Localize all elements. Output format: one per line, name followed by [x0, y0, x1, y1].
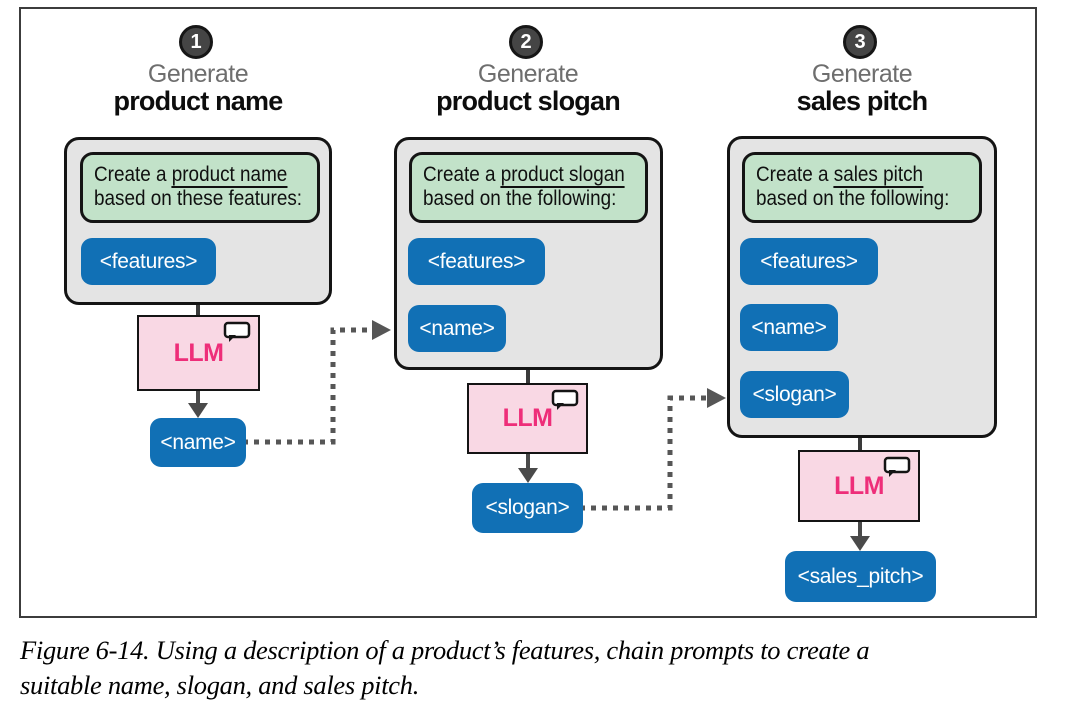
prompt-underlined: sales pitch	[833, 163, 924, 188]
chain-arrowhead-panel2	[372, 320, 391, 340]
chain-connector-name-to-panel2	[243, 327, 372, 445]
chain-connector-slogan-to-panel3	[580, 395, 707, 511]
step-number: 2	[520, 30, 532, 53]
panel3-prompt-line2: based on the following:	[756, 186, 950, 210]
panel1-prompt-line2: based on these features:	[94, 186, 303, 210]
panel3-output-chip-sales-pitch: <sales_pitch>	[785, 551, 936, 602]
panel3-prompt-box: Create a sales pitch based on the follow…	[742, 152, 982, 223]
panel2-prompt-line1: Create a product slogan	[423, 163, 643, 188]
caption-line1: Figure 6-14. Using a description of a pr…	[20, 635, 870, 665]
panel1-output-chip-name: <name>	[150, 418, 246, 467]
step-subtitle: Generate	[477, 60, 579, 88]
caption-line2: suitable name, slogan, and sales pitch.	[20, 670, 420, 701]
speech-bubble-icon	[883, 456, 911, 477]
figure-caption: Figure 6-14. Using a description of a pr…	[20, 633, 870, 703]
prompt-prefix: Create a	[756, 163, 834, 186]
panel1-prompt-line1: Create a product name	[94, 163, 315, 188]
step-title: sales pitch	[796, 86, 929, 116]
step-number-badge: 1	[179, 25, 213, 59]
prompt-underlined: product slogan	[500, 163, 625, 188]
panel3-prompt-line1: Create a sales pitch	[756, 163, 977, 188]
step-number: 1	[190, 30, 202, 53]
panel1-llm-box: LLM	[137, 315, 260, 391]
panel2-input-chip-features: <features>	[408, 238, 545, 285]
step-subtitle: Generate	[147, 60, 249, 88]
step-subtitle: Generate	[811, 60, 913, 88]
step-title: product slogan	[436, 86, 621, 116]
step-title: product name	[113, 86, 284, 116]
panel3-llm-box: LLM	[798, 450, 920, 522]
prompt-underlined: product name	[171, 163, 288, 188]
speech-bubble-icon	[223, 321, 251, 342]
panel1-prompt-box: Create a product name based on these fea…	[80, 152, 320, 223]
panel3-input-chip-slogan: <slogan>	[740, 371, 849, 418]
panel2-output-chip-slogan: <slogan>	[472, 483, 583, 533]
panel2-llm-box: LLM	[467, 383, 588, 454]
llm-label: LLM	[834, 471, 884, 500]
speech-bubble-icon	[551, 389, 579, 410]
panel1-input-chip-features: <features>	[81, 238, 216, 285]
panel3-input-chip-name: <name>	[740, 304, 838, 351]
step-number: 3	[854, 30, 866, 53]
panel3-llm-output-arrowhead	[850, 536, 870, 551]
panel3-input-chip-features: <features>	[740, 238, 878, 285]
step-number-badge: 3	[843, 25, 877, 59]
panel2-input-chip-name: <name>	[408, 305, 506, 352]
panel2-prompt-line2: based on the following:	[423, 186, 617, 210]
panel2-prompt-box: Create a product slogan based on the fol…	[409, 152, 648, 223]
prompt-prefix: Create a	[94, 163, 172, 186]
chain-arrowhead-panel3	[707, 388, 726, 408]
panel1-llm-output-arrowhead	[188, 403, 208, 418]
step-number-badge: 2	[509, 25, 543, 59]
prompt-prefix: Create a	[423, 163, 501, 186]
panel2-llm-output-arrowhead	[518, 468, 538, 483]
llm-label: LLM	[502, 404, 553, 432]
llm-label: LLM	[173, 338, 224, 367]
